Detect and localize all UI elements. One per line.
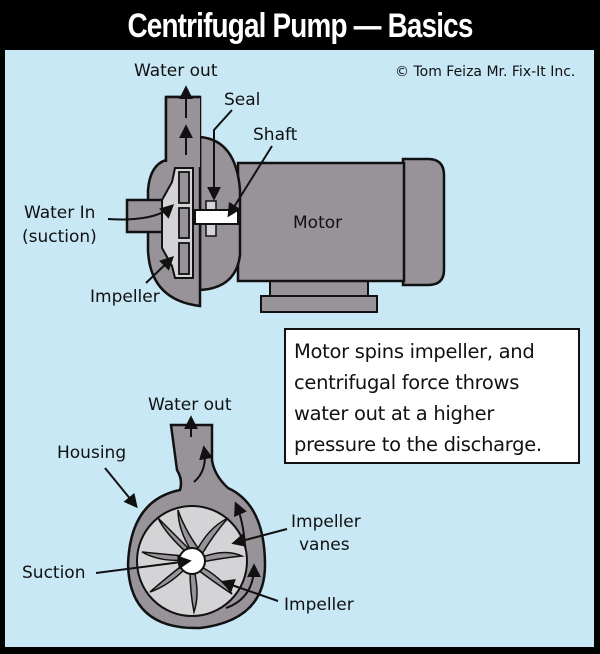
- inlet-pipe: [125, 198, 165, 234]
- motor-body: [236, 161, 406, 283]
- impeller-vanes: [141, 509, 245, 615]
- label-impeller-front: Impeller: [284, 595, 354, 615]
- label-impeller-side: Impeller: [90, 287, 160, 307]
- outlet-pipe: [166, 97, 200, 167]
- label-seal: Seal: [224, 90, 260, 110]
- info-box: Motor spins impeller, and centrifugal fo…: [284, 328, 580, 464]
- label-motor: Motor: [293, 213, 342, 233]
- label-suction-side: (suction): [22, 227, 97, 247]
- label-impeller-vanes-2: vanes: [299, 535, 350, 555]
- label-suction-front: Suction: [22, 563, 85, 583]
- motor-foot-base: [260, 295, 378, 313]
- side-view-pump: [107, 85, 446, 313]
- page-title: Centrifugal Pump — Basics: [127, 7, 473, 45]
- label-water-out-side: Water out: [134, 61, 218, 81]
- front-view-pump: [126, 415, 267, 630]
- label-housing: Housing: [57, 443, 126, 463]
- label-water-out-front: Water out: [148, 395, 232, 415]
- label-water-in: Water In: [24, 203, 95, 223]
- copyright: © Tom Feiza Mr. Fix-It Inc.: [395, 64, 575, 80]
- label-shaft: Shaft: [253, 125, 298, 145]
- motor-end-cap: [401, 157, 446, 287]
- label-impeller-vanes-1: Impeller: [291, 512, 361, 532]
